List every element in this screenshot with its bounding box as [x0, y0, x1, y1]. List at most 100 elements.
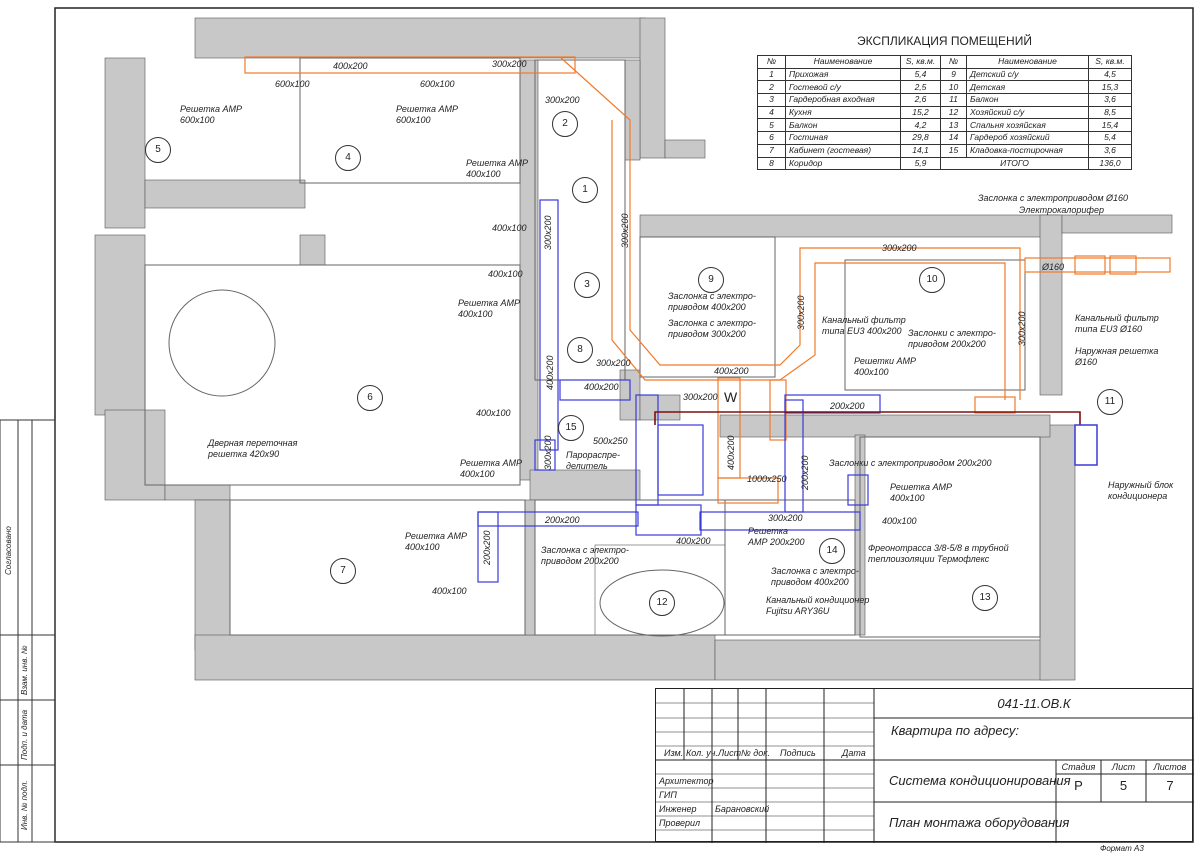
dimension-label-vertical: 400х200: [545, 355, 555, 390]
annotation-label: Заслонка с электроприводом Ø160: [978, 193, 1129, 203]
cell: 9: [940, 67, 967, 82]
annotation-label: Заслонки с электроприводом 200х200: [829, 458, 992, 468]
cell: 14,1: [900, 143, 941, 158]
cell: 3,6: [1088, 143, 1132, 158]
dimension-label: 600х100: [420, 79, 455, 89]
room-number-marker: 13: [972, 585, 998, 611]
cell: 13: [940, 118, 967, 133]
annotation-label: Наружный блок кондиционера: [1108, 480, 1174, 501]
cell: 15: [940, 143, 967, 158]
cell: Балкон: [785, 118, 901, 133]
table-header: № Наименование S, кв.м. № Наименование S…: [757, 55, 1132, 69]
sheet-value: 5: [1119, 778, 1128, 793]
col-header: №: [757, 55, 786, 69]
cell: 15,4: [1088, 118, 1132, 133]
stamp-replace: Взам. инв. №: [20, 645, 29, 695]
stamp-agreed: Согласовано: [4, 526, 13, 575]
sheets-label: Листов: [1153, 762, 1187, 772]
cell: 15,2: [900, 105, 941, 120]
dimension-label: 400х100: [476, 408, 511, 418]
annotation-label: Дверная переточная решетка 420х90: [208, 438, 298, 459]
annotation-label: Решетка АМР 400х100: [460, 458, 523, 479]
dimension-label-vertical: 200х200: [482, 530, 492, 565]
stage-label: Стадия: [1061, 762, 1096, 772]
dimension-label: 300х200: [596, 358, 631, 368]
w-unit-marker: W: [724, 389, 738, 405]
cell: Кухня: [785, 105, 901, 120]
cell: 3: [757, 93, 786, 107]
room-number-marker: 15: [558, 415, 584, 441]
dimension-label: 400х200: [714, 366, 749, 376]
dimension-label-vertical: 400х200: [726, 435, 736, 470]
cell: 12: [940, 105, 967, 120]
col-kol: Кол. уч.: [686, 748, 718, 758]
dimension-label: 300х200: [882, 243, 917, 253]
cell: Гостевой с/у: [785, 80, 901, 95]
room-number-marker: 5: [145, 137, 171, 163]
room-number-marker: 2: [552, 111, 578, 137]
cell: Хозяйский с/у: [966, 105, 1089, 120]
title-block-grid: [656, 689, 1194, 843]
total-value: 136,0: [1088, 156, 1132, 171]
dimension-label-vertical: 300х200: [1017, 311, 1027, 346]
cell: 5: [757, 118, 786, 133]
cell: 5,4: [1088, 131, 1132, 145]
dimension-label: 400х100: [432, 586, 467, 596]
explication-title: ЭКСПЛИКАЦИЯ ПОМЕЩЕНИЙ: [857, 34, 1032, 48]
annotation-label: Заслонка с электро- приводом 400х200: [771, 566, 859, 587]
room-number-marker: 7: [330, 558, 356, 584]
cell: 8: [757, 156, 786, 171]
cell: Балкон: [966, 93, 1089, 107]
col-header: S, кв.м.: [1088, 55, 1132, 69]
cell: 11: [940, 93, 967, 107]
cell: Гардероб хозяйский: [966, 131, 1089, 145]
annotation-label: Электрокалорифер: [1019, 205, 1104, 215]
total-label: ИТОГО: [940, 156, 1089, 171]
dimension-label: 300х200: [545, 95, 580, 105]
doc-code: 041-11.ОВ.К: [997, 696, 1071, 711]
annotation-label: Решетка АМР 400х100: [405, 531, 468, 552]
dimension-label: 200х200: [545, 515, 580, 525]
dimension-label: 400х100: [492, 223, 527, 233]
dimension-label: 400х100: [882, 516, 917, 526]
cell: 8,5: [1088, 105, 1132, 120]
table-row: 8 Коридор 5,9 ИТОГО 136,0: [757, 156, 1132, 171]
col-date: Дата: [842, 748, 866, 758]
annotation-label: Канальный кондиционер Fujitsu ARY36U: [766, 595, 870, 616]
dimension-label: 500х250: [593, 436, 628, 446]
cell: Кладовка-постирочная: [966, 143, 1089, 158]
cell: 6: [757, 131, 786, 145]
annotation-label: Решетка АМР 600х100: [396, 104, 459, 125]
col-list: Лист: [718, 748, 742, 758]
dimension-label: 300х200: [492, 59, 527, 69]
cell: Кабинет (гостевая): [785, 143, 901, 158]
sheet-label: Лист: [1111, 762, 1136, 772]
room-number-marker: 14: [819, 538, 845, 564]
cell: 29,8: [900, 131, 941, 145]
address-label: Квартира по адресу:: [891, 723, 1019, 738]
cell: 5,4: [900, 67, 941, 82]
cell: 4: [757, 105, 786, 120]
annotation-label: Заслонка с электро- приводом 300х200: [668, 318, 756, 339]
partitions: [144, 57, 1041, 638]
room-number-marker: 4: [335, 145, 361, 171]
dimension-label: Ø160: [1042, 262, 1065, 272]
cell: 3,6: [1088, 93, 1132, 107]
cell: 7: [757, 143, 786, 158]
sheets-value: 7: [1166, 778, 1174, 793]
room-number-marker: 10: [919, 267, 945, 293]
annotation-label: Канальный фильтр типа EU3 Ø160: [1075, 313, 1159, 334]
dimension-label-vertical: 200х200: [800, 455, 810, 490]
return-ducts: [477, 199, 881, 583]
cell: 2,6: [900, 93, 941, 107]
dimension-label: 400х200: [584, 382, 619, 392]
annotation-label: Парораспре- делитель: [566, 450, 621, 471]
